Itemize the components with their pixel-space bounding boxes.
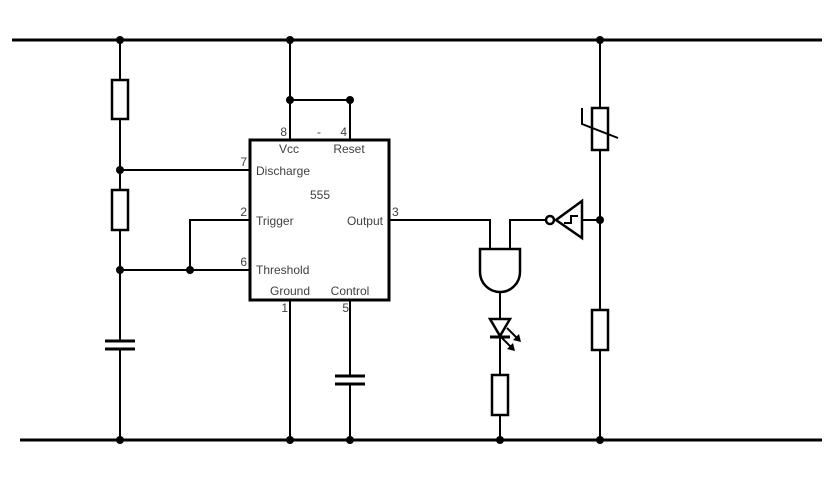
hysteresis-icon: [564, 215, 578, 224]
arrow-head: [513, 334, 521, 342]
pin-number-3: 3: [392, 205, 399, 219]
junction-dot: [596, 36, 604, 44]
capacitor-c2-control: [335, 374, 365, 440]
pin-number-7: 7: [240, 155, 247, 169]
output-branch: [389, 219, 546, 440]
ic-555-timer: 8 - 4 Vcc Reset 7 Discharge 555 2 Trigge…: [240, 40, 399, 440]
pin-number-1: 1: [281, 301, 288, 315]
schmitt-inverter: [544, 198, 600, 241]
junction-dots: [116, 36, 604, 444]
resistor-r2: [110, 188, 130, 232]
junction-dot: [596, 436, 604, 444]
inverter-bubble: [544, 214, 556, 226]
capacitor-c1: [105, 339, 135, 351]
pin-label-discharge: Discharge: [256, 164, 310, 178]
junction-dot: [286, 36, 294, 44]
top-separator: -: [317, 125, 321, 139]
pin-label-ground: Ground: [270, 284, 310, 298]
ic-name: 555: [310, 188, 330, 202]
pin-label-reset: Reset: [333, 142, 365, 156]
resistor-r1: [110, 78, 130, 121]
junction-dot: [116, 436, 124, 444]
inverter-to-and-wire: [509, 219, 546, 249]
junction-dot: [496, 436, 504, 444]
junction-dot: [346, 96, 354, 104]
output-wire: [389, 219, 491, 249]
right-sense-branch: [544, 40, 619, 440]
pin-number-8: 8: [280, 125, 287, 139]
left-timing-branch: [105, 40, 250, 440]
pin-number-6: 6: [240, 255, 247, 269]
inverter-triangle: [553, 198, 584, 241]
junction-dot: [286, 436, 294, 444]
junction-dot: [346, 436, 354, 444]
and-gate: [478, 247, 522, 294]
junction-dot: [116, 266, 124, 274]
thermistor: [581, 106, 619, 152]
pin-label-control: Control: [331, 284, 370, 298]
arrow-head: [507, 343, 515, 351]
trigger-wire: [189, 219, 250, 270]
resistor-r4: [590, 308, 610, 352]
led: [487, 317, 521, 351]
junction-dot: [186, 266, 194, 274]
pin-label-output: Output: [347, 214, 384, 228]
pin-number-2: 2: [240, 205, 247, 219]
pin-number-5: 5: [342, 301, 349, 315]
junction-dot: [286, 96, 294, 104]
led-triangle: [487, 317, 513, 339]
led-emission-arrows: [500, 327, 521, 351]
junction-dot: [116, 36, 124, 44]
pin-label-threshold: Threshold: [256, 263, 309, 277]
junction-dot: [596, 216, 604, 224]
resistor-r3: [490, 373, 510, 417]
pin-number-4: 4: [340, 125, 347, 139]
thermistor-stroke: [581, 108, 619, 139]
pin-label-vcc: Vcc: [279, 142, 299, 156]
pin-label-trigger: Trigger: [256, 214, 294, 228]
junction-dot: [116, 166, 124, 174]
